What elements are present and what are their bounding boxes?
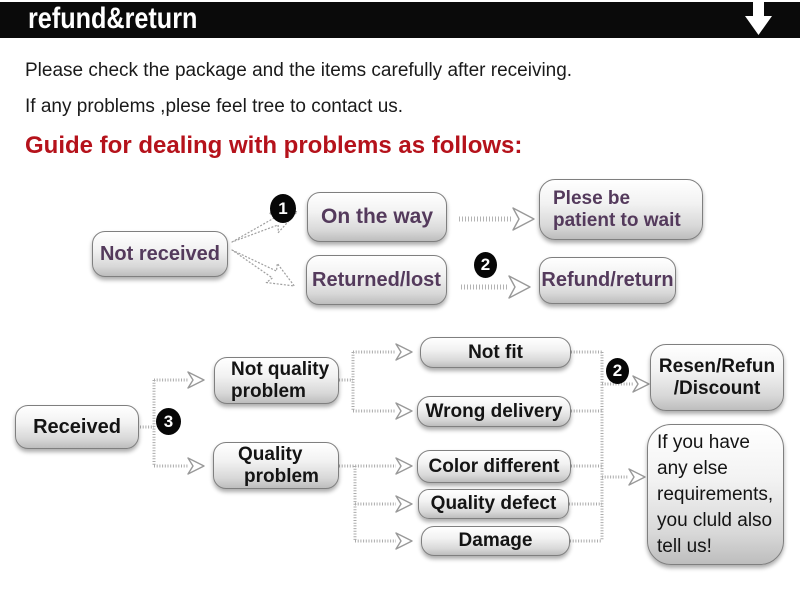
intro-line-1: Please check the package and the items c…	[25, 60, 573, 81]
if-line5: tell us!	[657, 535, 712, 557]
branch-not-quality	[339, 343, 413, 420]
node-quality-line2: problem	[244, 465, 319, 487]
node-resen-line2: /Discount	[673, 377, 761, 399]
arrow-to-if-box	[602, 468, 646, 486]
node-not-fit: Not fit	[420, 337, 571, 368]
node-if-you-have: If you have any else requirements, you c…	[647, 424, 784, 565]
arrow-returned-to-refund	[461, 275, 531, 299]
node-not-quality-problem: Not quality problem	[214, 357, 339, 404]
badge-1: 1	[270, 194, 296, 223]
guide-heading: Guide for dealing with problems as follo…	[25, 132, 523, 159]
node-returned-lost: Returned/lost	[306, 255, 447, 305]
node-damage: Damage	[421, 526, 570, 556]
branch-quality	[339, 457, 413, 550]
node-wrong-delivery: Wrong delivery	[417, 396, 571, 427]
node-plese-wait: Plese be patient to wait	[539, 179, 703, 240]
if-line3: requirements,	[657, 483, 774, 505]
if-line2: any else	[657, 457, 728, 479]
if-line4: you cluld also	[657, 509, 773, 531]
node-not-quality-line1: Not quality	[231, 359, 330, 381]
node-plese-wait-line1: Plese be	[553, 188, 631, 210]
node-quality-problem: Quality problem	[213, 442, 339, 489]
badge-2: 2	[474, 252, 497, 278]
node-resen-line1: Resen/Refun	[658, 356, 776, 378]
node-refund-return: Refund/return	[539, 257, 676, 304]
node-quality-line1: Quality	[238, 444, 303, 466]
node-quality-defect: Quality defect	[418, 489, 569, 519]
merge-rail	[569, 350, 604, 543]
node-not-received: Not received	[92, 231, 228, 277]
arrow-on-the-way-to-wait	[459, 207, 535, 231]
if-line1: If you have	[657, 431, 750, 453]
node-not-quality-line2: problem	[231, 380, 306, 402]
node-on-the-way: On the way	[307, 192, 447, 242]
page-title: refund&return	[28, 2, 198, 35]
header-banner	[0, 2, 800, 38]
arrow-to-resen	[602, 375, 650, 393]
badge-2b: 2	[606, 358, 629, 384]
arrow-not-received-to-returned-lost	[231, 249, 295, 287]
down-arrow-icon	[745, 0, 772, 35]
intro-line-2: If any problems ,plese feel tree to cont…	[25, 96, 404, 117]
node-plese-wait-line2: patient to wait	[553, 209, 681, 231]
badge-3: 3	[156, 408, 181, 435]
node-resen-refun-discount: Resen/Refun /Discount	[650, 344, 784, 411]
node-received: Received	[15, 405, 139, 449]
node-color-different: Color different	[417, 450, 571, 483]
branch-received	[140, 371, 205, 475]
